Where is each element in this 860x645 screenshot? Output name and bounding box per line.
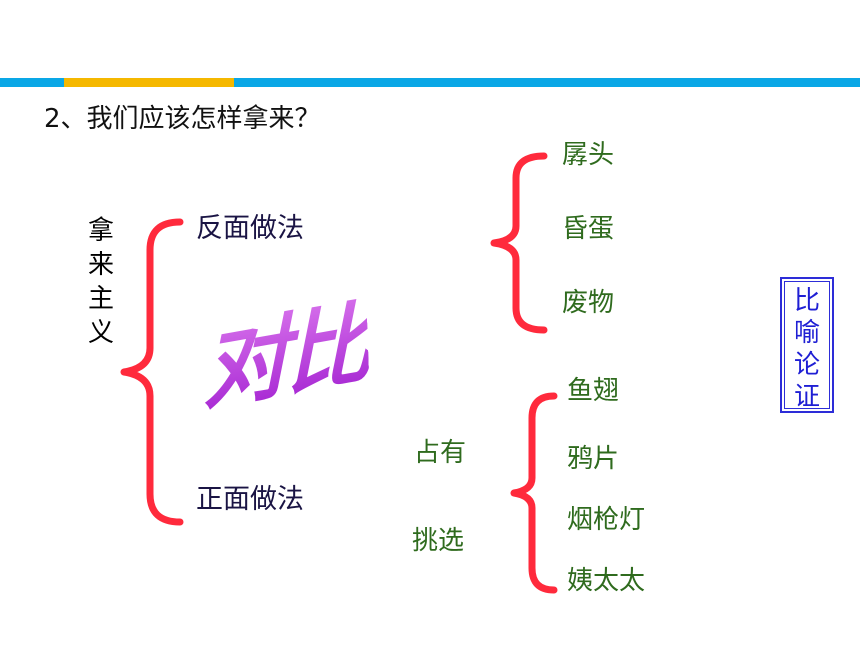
negative-item: 废物 bbox=[562, 288, 615, 318]
positive-brace bbox=[510, 392, 558, 594]
topic-label-vertical: 拿来主义 bbox=[87, 216, 114, 348]
negative-item: 昏蛋 bbox=[562, 214, 615, 244]
positive-action: 挑选 bbox=[412, 526, 465, 556]
title-bar-accent bbox=[64, 78, 234, 87]
negative-brace bbox=[490, 152, 548, 334]
negative-item: 孱头 bbox=[562, 140, 615, 170]
title-bar-stripe bbox=[0, 78, 860, 87]
positive-item: 鱼翅 bbox=[567, 376, 620, 406]
positive-item: 姨太太 bbox=[567, 566, 646, 596]
positive-approach-label: 正面做法 bbox=[196, 484, 304, 515]
positive-item: 鸦片 bbox=[567, 444, 620, 474]
contrast-wordart: 对比 bbox=[200, 271, 370, 428]
positive-action: 占有 bbox=[414, 438, 467, 468]
metaphor-argument-label: 比喻论证 bbox=[793, 286, 820, 412]
main-brace bbox=[120, 218, 184, 526]
metaphor-argument-box: 比喻论证 bbox=[780, 277, 834, 413]
negative-approach-label: 反面做法 bbox=[196, 213, 304, 244]
question-heading: 2、我们应该怎样拿来？ bbox=[44, 104, 321, 134]
positive-item: 烟枪灯 bbox=[567, 505, 646, 535]
